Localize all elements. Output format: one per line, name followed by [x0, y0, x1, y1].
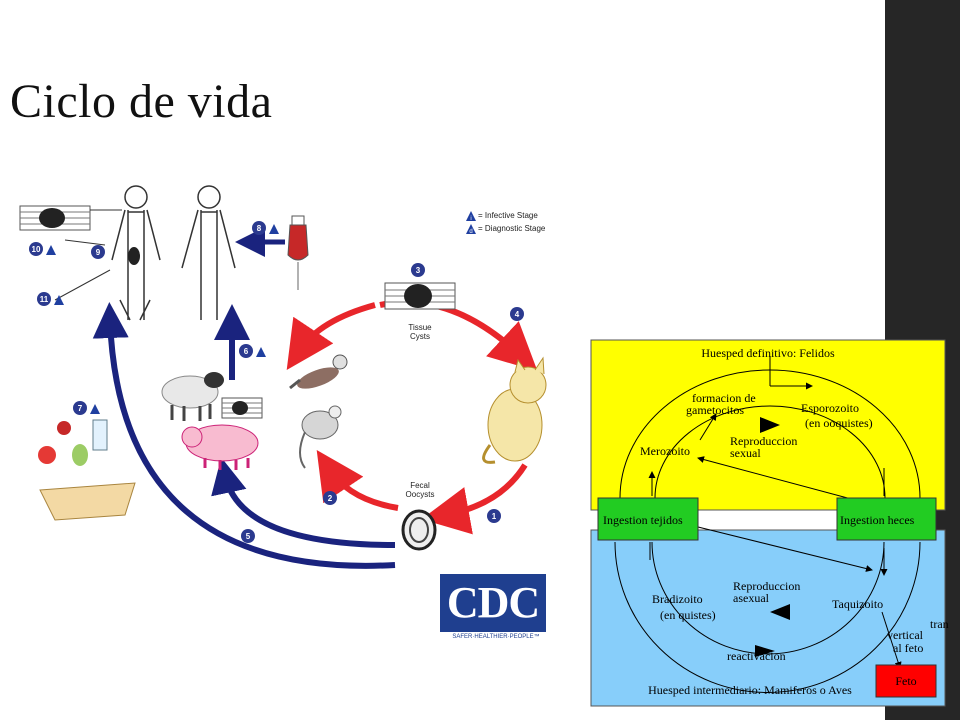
muscle-cyst-top	[384, 282, 456, 310]
legend-diagnostic: d = Diagnostic Stage	[466, 222, 545, 235]
merozoito-label: Merozoito	[640, 444, 690, 458]
feto-label: Feto	[895, 674, 916, 688]
blue-arrow-5-pig	[211, 457, 396, 548]
bradizoito-label: Bradizoito	[652, 592, 703, 606]
gametocitos-label: gametocitos	[686, 403, 744, 417]
blood-bag-icon	[287, 215, 309, 290]
svg-text:1: 1	[492, 512, 497, 521]
ingestion-heces-box	[836, 497, 937, 541]
reproduccion-sexual-label-1: Reproduccion	[730, 434, 797, 448]
svg-text:8: 8	[257, 224, 262, 233]
pig-icon	[181, 424, 259, 470]
food-sources-icon	[38, 419, 136, 521]
step-badge-1: 1	[487, 509, 501, 523]
en-ooquistes-label: (en ooquistes)	[805, 416, 873, 430]
svg-text:i: i	[470, 216, 471, 221]
bottom-arch-outer	[614, 541, 921, 693]
tran-label: tran	[930, 617, 949, 631]
intermediate-host-label: Huesped intermediario: Mamiferos o Aves	[648, 683, 852, 697]
formacion-label: formacion de	[692, 391, 756, 405]
sheep-icon	[161, 372, 224, 421]
svg-text:4: 4	[515, 310, 520, 319]
diagnostic-icon: d	[466, 223, 476, 234]
step-badge-2: 2	[323, 491, 337, 505]
step-badge-8: 8	[252, 221, 279, 235]
bird-icon	[289, 354, 348, 390]
step-badge-9: 9	[91, 245, 105, 259]
blue-arrow-7-human	[92, 302, 396, 569]
esporozoito-label: Esporozoito	[801, 401, 859, 415]
fecal-oocyst	[401, 509, 437, 551]
legend-infective-text: = Infective Stage	[478, 211, 538, 220]
step-badge-6: 6	[239, 344, 266, 358]
feto-box	[875, 664, 937, 698]
stage-legend: i = Infective Stage d = Diagnostic Stage	[466, 209, 545, 235]
stage-triangle-icon	[46, 245, 56, 255]
top-arch-inner	[654, 405, 886, 499]
stage-triangle-icon	[90, 404, 100, 414]
svg-text:9: 9	[96, 248, 101, 257]
cdc-logo-tagline: SAFER·HEALTHIER·PEOPLE™	[452, 634, 540, 640]
human-figures	[111, 185, 236, 321]
red-arrow-cyst-bird	[286, 302, 376, 370]
cat-icon	[482, 356, 547, 464]
reproduccion-sexual-label-2: sexual	[730, 446, 761, 460]
bottom-arch-inner	[651, 541, 885, 655]
legend-diagnostic-text: = Diagnostic Stage	[478, 224, 546, 233]
step-badge-10: 10	[29, 242, 56, 256]
svg-text:d: d	[469, 229, 472, 234]
red-arrow-cat-oocyst	[421, 463, 528, 535]
slide-title: Ciclo de vida	[10, 75, 273, 128]
taquizoito-label: Taquizoito	[832, 597, 883, 611]
ingestion-tejidos-box	[597, 497, 699, 541]
reactivacion-label: reactivacion	[727, 649, 786, 663]
definitive-host-label: Huesped definitivo: Felidos	[701, 346, 835, 360]
svg-text:3: 3	[416, 266, 421, 275]
mouse-icon	[299, 405, 342, 469]
reproduccion-asexual-label-2: asexual	[733, 591, 770, 605]
svg-text:7: 7	[78, 404, 83, 413]
svg-text:5: 5	[246, 532, 251, 541]
legend-infective: i = Infective Stage	[466, 209, 545, 222]
ingestion-heces-label: Ingestion heces	[840, 513, 915, 527]
step-badge-4: 4	[510, 307, 524, 321]
stage-triangle-icon	[54, 295, 64, 305]
ingestion-tejidos-label: Ingestion tejidos	[603, 513, 683, 527]
cdc-logo: CDC SAFER·HEALTHIER·PEOPLE™	[440, 574, 552, 648]
en-quistes-label: (en quistes)	[660, 608, 716, 622]
red-arrow-oocyst-mouse	[316, 450, 399, 511]
svg-text:2: 2	[328, 494, 333, 503]
svg-text:6: 6	[244, 347, 249, 356]
vertical-label-1: vertical	[887, 628, 924, 642]
infective-icon: i	[466, 210, 476, 221]
svg-text:11: 11	[40, 295, 49, 304]
svg-text:10: 10	[32, 245, 41, 254]
muscle-cyst-human	[19, 205, 91, 231]
step-badge-5: 5	[241, 529, 255, 543]
step-badge-7: 7	[73, 401, 100, 415]
vertical-label-2: al feto	[893, 641, 923, 655]
stage-triangle-icon	[256, 347, 266, 357]
cdc-logo-text: CDC	[440, 574, 546, 632]
step-badge-3: 3	[411, 263, 425, 277]
stage-triangle-icon	[269, 224, 279, 234]
muscle-cyst-sheep	[221, 397, 263, 419]
step-badge-11: 11	[37, 292, 64, 306]
reproduccion-asexual-label-1: Reproduccion	[733, 579, 800, 593]
